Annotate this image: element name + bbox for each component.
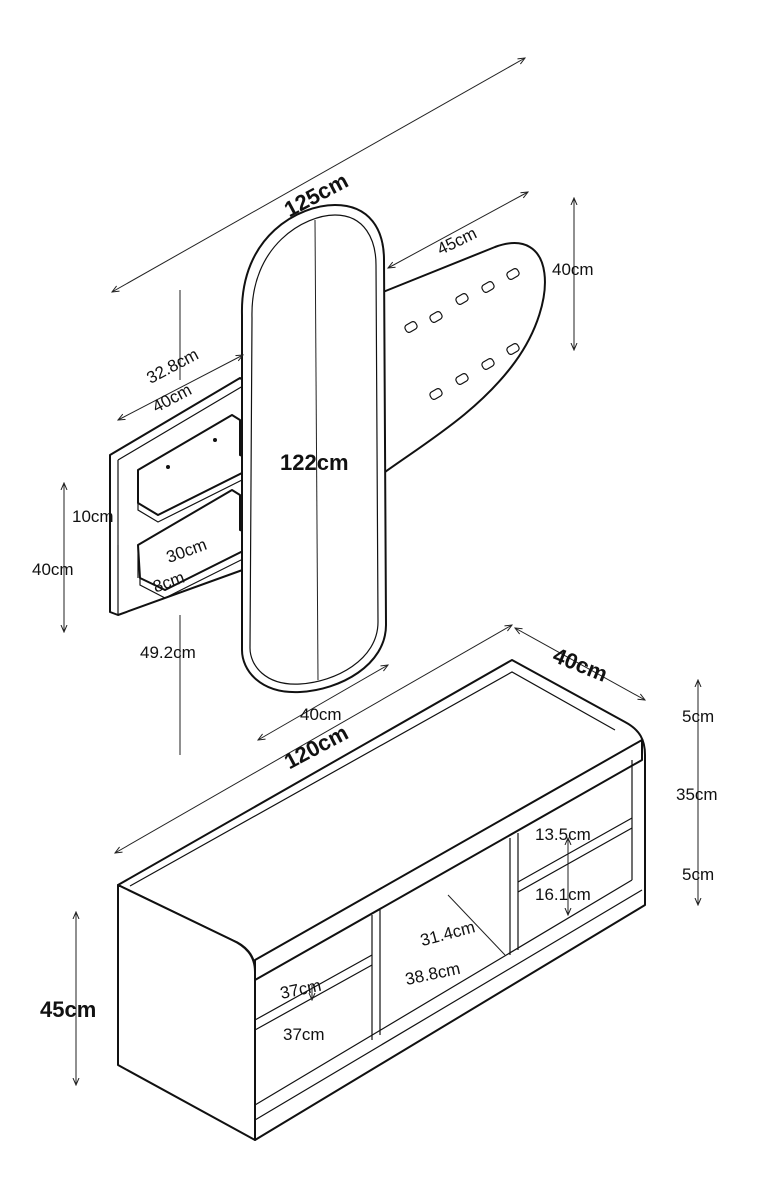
label-left-lower-width: 37cm bbox=[283, 1025, 325, 1044]
label-lower-compartment-height: 16.1cm bbox=[535, 885, 591, 904]
label-mirror-bottom-offset: 49.2cm bbox=[140, 643, 196, 662]
label-mirror-height: 122cm bbox=[280, 450, 349, 475]
dimension-lines bbox=[64, 58, 698, 1085]
label-hook-panel-width: 45cm bbox=[434, 224, 480, 259]
label-mirror-width: 40cm bbox=[300, 705, 342, 724]
oval-mirror bbox=[240, 204, 387, 694]
label-shelf-panel-height: 40cm bbox=[32, 560, 74, 579]
label-hook-panel-height: 40cm bbox=[552, 260, 594, 279]
label-upper-compartment-height: 13.5cm bbox=[535, 825, 591, 844]
label-side-height: 35cm bbox=[676, 785, 718, 804]
shoe-bench bbox=[117, 659, 646, 1141]
label-top-thickness: 5cm bbox=[682, 707, 714, 726]
label-bench-depth: 40cm bbox=[550, 642, 612, 686]
label-base-thickness: 5cm bbox=[682, 865, 714, 884]
label-shelf-spacing: 10cm bbox=[72, 507, 114, 526]
hook-panel bbox=[382, 242, 546, 473]
label-bench-height: 45cm bbox=[40, 997, 96, 1022]
